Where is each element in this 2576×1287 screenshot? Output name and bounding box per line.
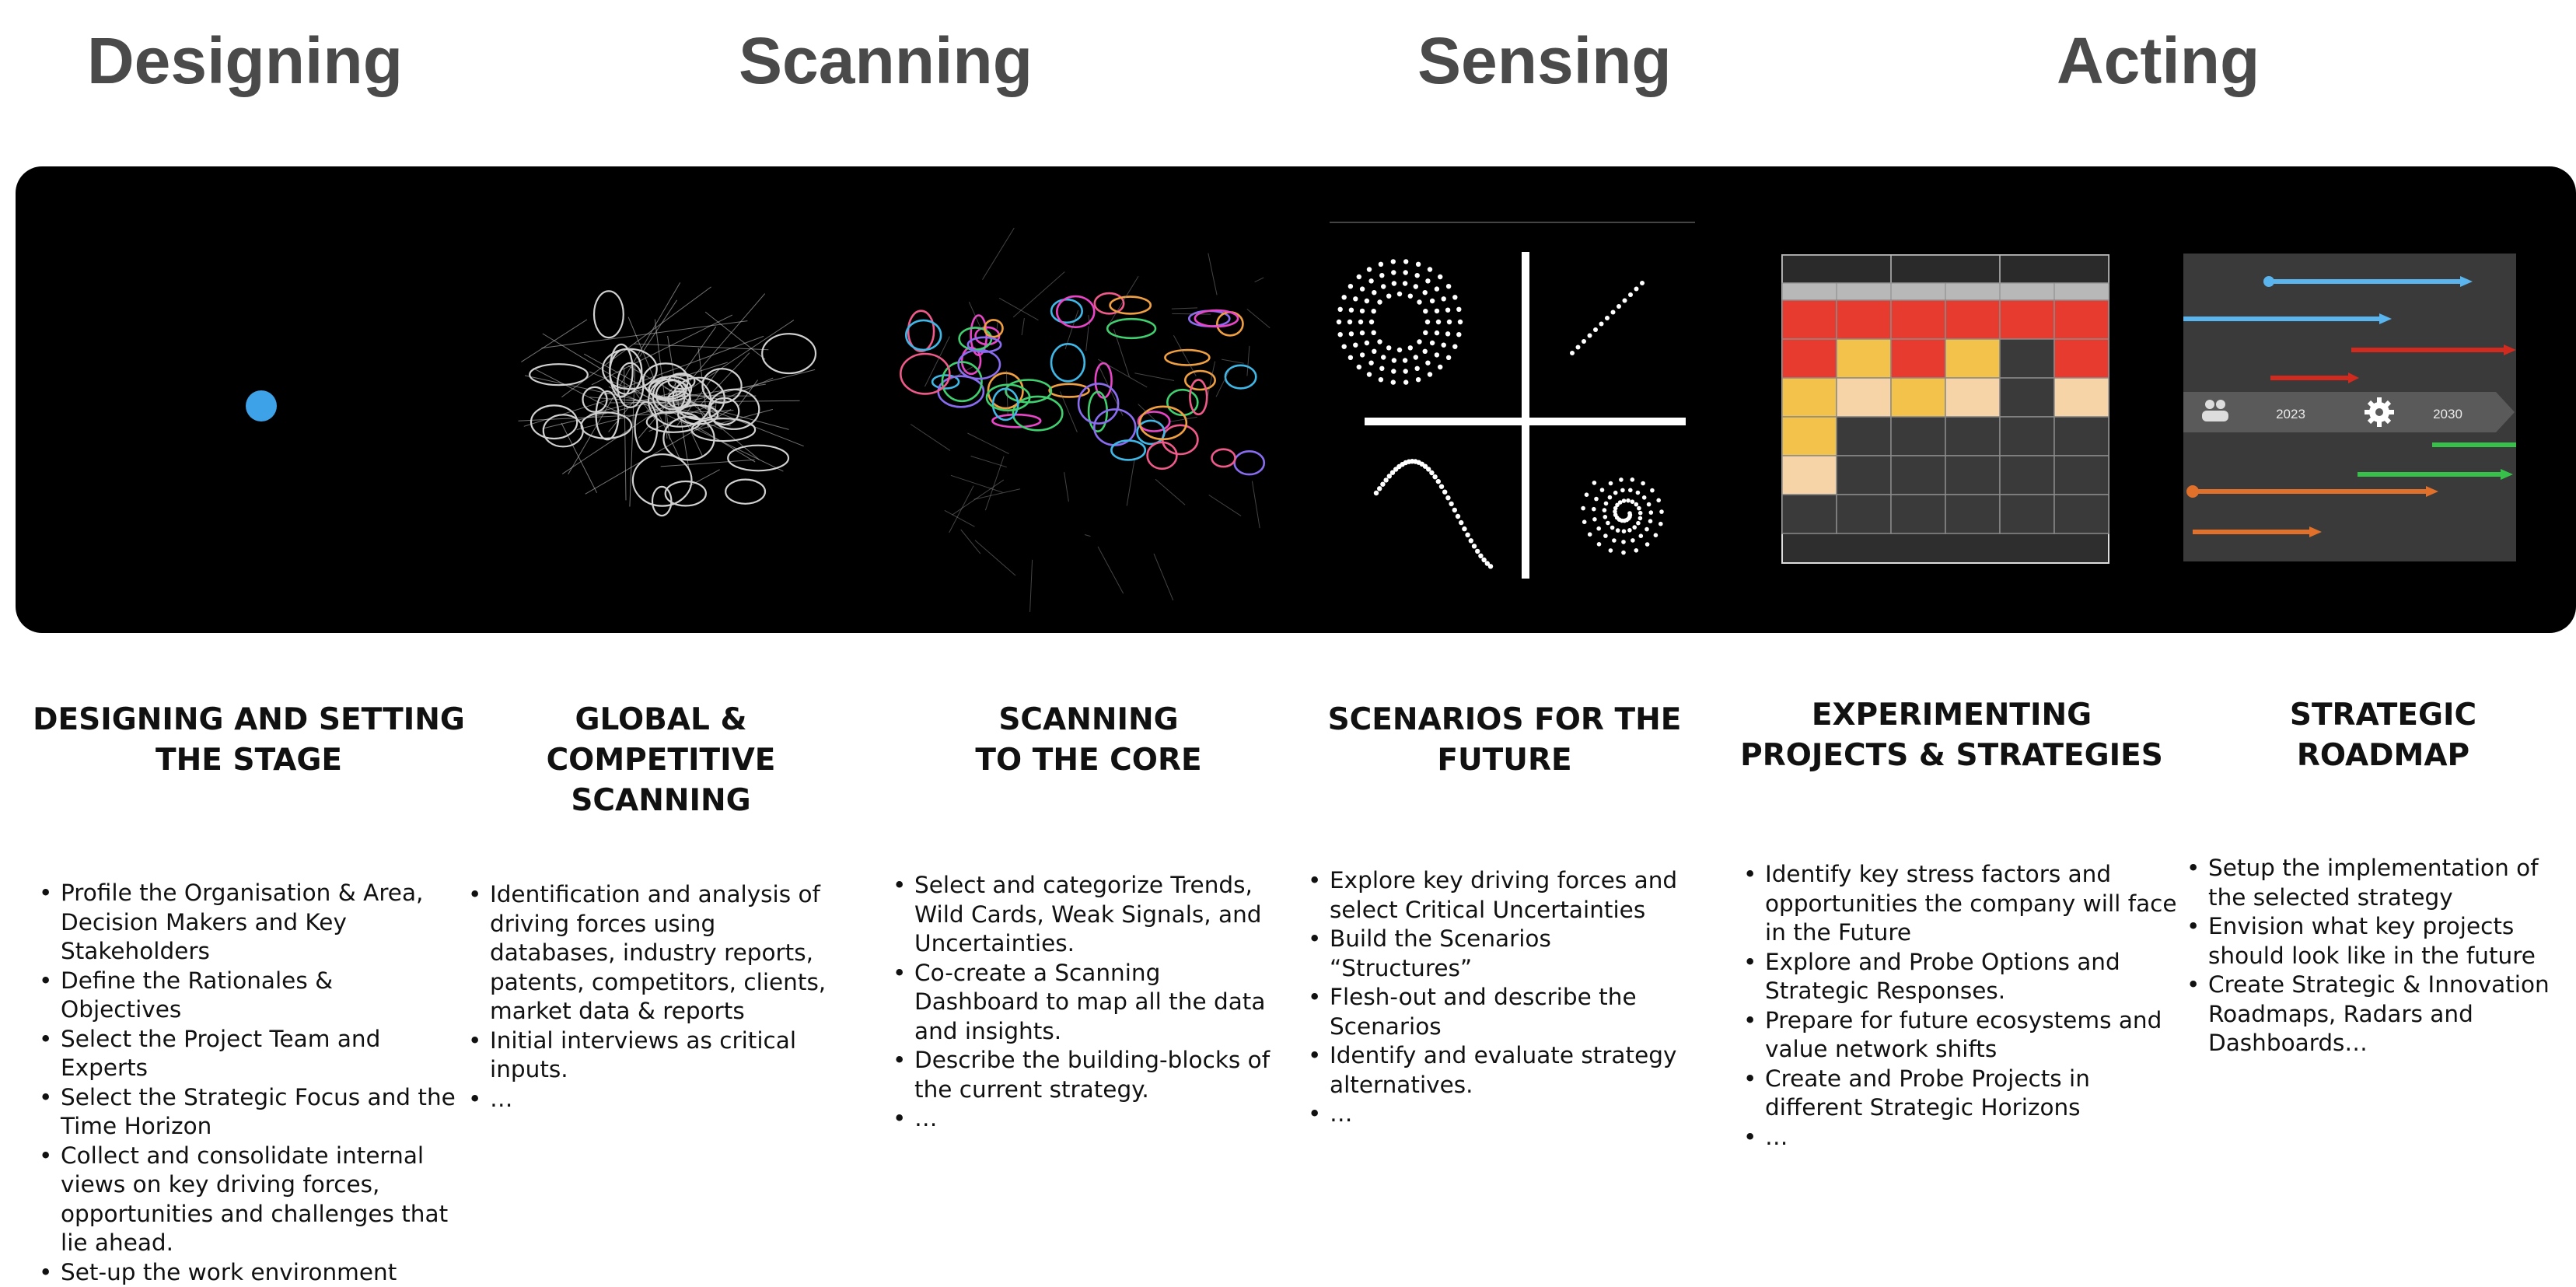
network-cloud-illustration [519, 282, 816, 516]
list-item: Explore and Probe Options and Strategic … [1742, 948, 2177, 1006]
list-item: … [891, 1104, 1280, 1134]
column-title-experimenting: EXPERIMENTING PROJECTS & STRATEGIES [1734, 695, 2169, 776]
list-item: Describe the building-blocks of the curr… [891, 1046, 1280, 1104]
list-item: Initial interviews as critical inputs. [467, 1026, 840, 1085]
seed-dot-illustration [246, 390, 277, 421]
list-item: Flesh-out and describe the Scenarios [1306, 983, 1695, 1041]
bullet-list-scanning-core: Select and categorize Trends, Wild Cards… [891, 871, 1280, 1134]
bullet-list-designing: Profile the Organisation & Area, Decisio… [37, 879, 457, 1287]
illustration-band: 2023 2030 [16, 166, 2576, 633]
list-item: Select the Project Team and Experts [37, 1025, 457, 1083]
list-item: Profile the Organisation & Area, Decisio… [37, 879, 457, 967]
list-item: Envision what key projects should look l… [2185, 912, 2576, 970]
list-item: Create and Probe Projects in different S… [1742, 1065, 2177, 1123]
column-title-scenarios-future: SCENARIOS FOR THE FUTURE [1306, 700, 1703, 781]
list-item: Define the Rationales & Objectives [37, 967, 457, 1025]
column-title-designing-setting-stage: DESIGNING AND SETTING THE STAGE [31, 700, 467, 781]
list-item: Explore key driving forces and select Cr… [1306, 866, 1695, 925]
phase-heading-acting: Acting [2057, 22, 2260, 100]
list-item: … [1306, 1100, 1695, 1129]
list-item: Set-up the work environment [37, 1258, 457, 1287]
column-title-strategic-roadmap: STRATEGIC ROADMAP [2239, 695, 2527, 776]
roadmap-illustration: 2023 2030 [2183, 254, 2516, 561]
list-item: Identify key stress factors and opportun… [1742, 860, 2177, 948]
list-item: Build the Scenarios “Structures” [1306, 925, 1695, 983]
phase-heading-designing: Designing [87, 22, 403, 100]
bullet-list-roadmap: Setup the implementation of the selected… [2185, 854, 2576, 1058]
phase-heading-scanning: Scanning [739, 22, 1033, 100]
list-item: Setup the implementation of the selected… [2185, 854, 2576, 912]
roadmap-year-end: 2030 [2433, 407, 2462, 421]
illustration-canvas: 2023 2030 [16, 166, 2576, 633]
phase-heading-sensing: Sensing [1417, 22, 1672, 100]
list-item: Identify and evaluate strategy alternati… [1306, 1041, 1695, 1100]
list-item: Collect and consolidate internal views o… [37, 1142, 457, 1258]
column-title-scanning-to-core: SCANNING TO THE CORE [886, 700, 1291, 781]
list-item: … [467, 1085, 840, 1114]
list-item: Select and categorize Trends, Wild Cards… [891, 871, 1280, 959]
list-item: Prepare for future ecosystems and value … [1742, 1006, 2177, 1065]
bullet-list-scenarios: Explore key driving forces and select Cr… [1306, 866, 1695, 1129]
colored-network-illustration [900, 228, 1270, 612]
list-item: Co-create a Scanning Dashboard to map al… [891, 959, 1280, 1047]
list-item: Identification and analysis of driving f… [467, 880, 840, 1026]
bullet-list-experimenting: Identify key stress factors and opportun… [1742, 860, 2177, 1152]
list-item: Create Strategic & Innovation Roadmaps, … [2185, 970, 2576, 1058]
list-item: … [1742, 1123, 2177, 1152]
scenario-quadrants-illustration [1330, 222, 1695, 579]
list-item: Select the Strategic Focus and the Time … [37, 1083, 457, 1142]
roadmap-year-start: 2023 [2276, 407, 2305, 421]
heatmap-grid-illustration [1782, 255, 2109, 563]
bullet-list-global-scanning: Identification and analysis of driving f… [467, 880, 840, 1114]
column-title-global-competitive-scanning: GLOBAL & COMPETITIVE SCANNING [467, 700, 855, 821]
